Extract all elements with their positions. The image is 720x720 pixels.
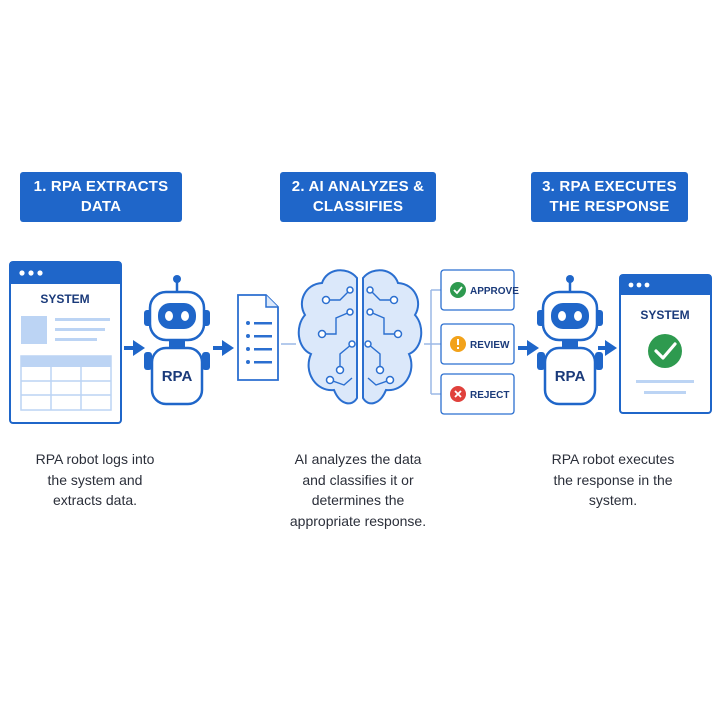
step-3-title: 3. RPA EXECUTES THE RESPONSE <box>531 172 688 222</box>
step-2-description: AI analyzes the data and classifies it o… <box>268 449 448 531</box>
window-dot <box>636 282 642 288</box>
step-1-title: 1. RPA EXTRACTS DATA <box>20 172 182 222</box>
step-1-title-line: 1. RPA EXTRACTS <box>33 178 169 195</box>
arrow-2 <box>213 340 234 356</box>
window-dot <box>19 270 25 276</box>
step-3-desc-line: system. <box>588 492 638 508</box>
success-check-icon <box>648 334 682 368</box>
data-table <box>20 355 112 411</box>
check-icon <box>450 282 466 298</box>
decision-label: APPROVE <box>470 286 519 297</box>
step-2-desc-line: AI analyzes the data <box>294 451 422 467</box>
system-label-right: SYSTEM <box>640 308 689 322</box>
window-dot <box>28 270 34 276</box>
decision-connector <box>424 289 441 395</box>
window-dot <box>37 270 43 276</box>
step-2-desc-line: and classifies it or <box>302 471 414 488</box>
system-window-left: SYSTEM <box>9 261 122 424</box>
document-icon <box>237 294 279 381</box>
rpa-robot-left: RPA <box>144 275 210 406</box>
arrow-3 <box>518 340 539 356</box>
step-3-desc-line: RPA robot executes <box>551 451 675 467</box>
arrow-4 <box>598 340 617 356</box>
system-window-right: SYSTEM <box>619 274 712 414</box>
robot-label-right: RPA <box>555 368 586 385</box>
window-dot <box>628 282 634 288</box>
step-2-title-line: 2. AI ANALYZES & <box>291 178 425 195</box>
step-3-title-line: 3. RPA EXECUTES <box>542 178 677 195</box>
step-1-desc-line: RPA robot logs into <box>35 451 155 467</box>
step-2-desc-line: appropriate response. <box>289 512 427 529</box>
ai-brain-icon <box>297 269 423 405</box>
step-1-title-line: DATA <box>80 198 122 215</box>
step-2-title: 2. AI ANALYZES & CLASSIFIES <box>280 172 436 222</box>
step-2-title-line: CLASSIFIES <box>312 198 404 215</box>
decision-reject: REJECT <box>440 373 515 415</box>
step-3-desc-line: the response in the <box>553 471 673 488</box>
decision-label: REVIEW <box>470 340 510 351</box>
robot-label-left: RPA <box>162 368 193 385</box>
step-3-description: RPA robot executes the response in the s… <box>528 449 698 511</box>
rpa-robot-right: RPA <box>537 275 603 406</box>
step-1-desc-line: extracts data. <box>52 492 138 508</box>
window-dot <box>644 282 650 288</box>
system-label-left: SYSTEM <box>40 292 89 306</box>
arrow-1 <box>124 340 145 356</box>
step-1-description: RPA robot logs into the system and extra… <box>10 449 180 511</box>
step-3-title-line: THE RESPONSE <box>549 198 670 215</box>
image-placeholder <box>21 316 47 344</box>
decision-label: REJECT <box>470 390 509 401</box>
step-1-desc-line: the system and <box>47 471 143 488</box>
decision-approve: APPROVE <box>440 269 519 311</box>
decision-review: REVIEW <box>440 323 515 365</box>
step-2-desc-line: determines the <box>311 492 405 508</box>
